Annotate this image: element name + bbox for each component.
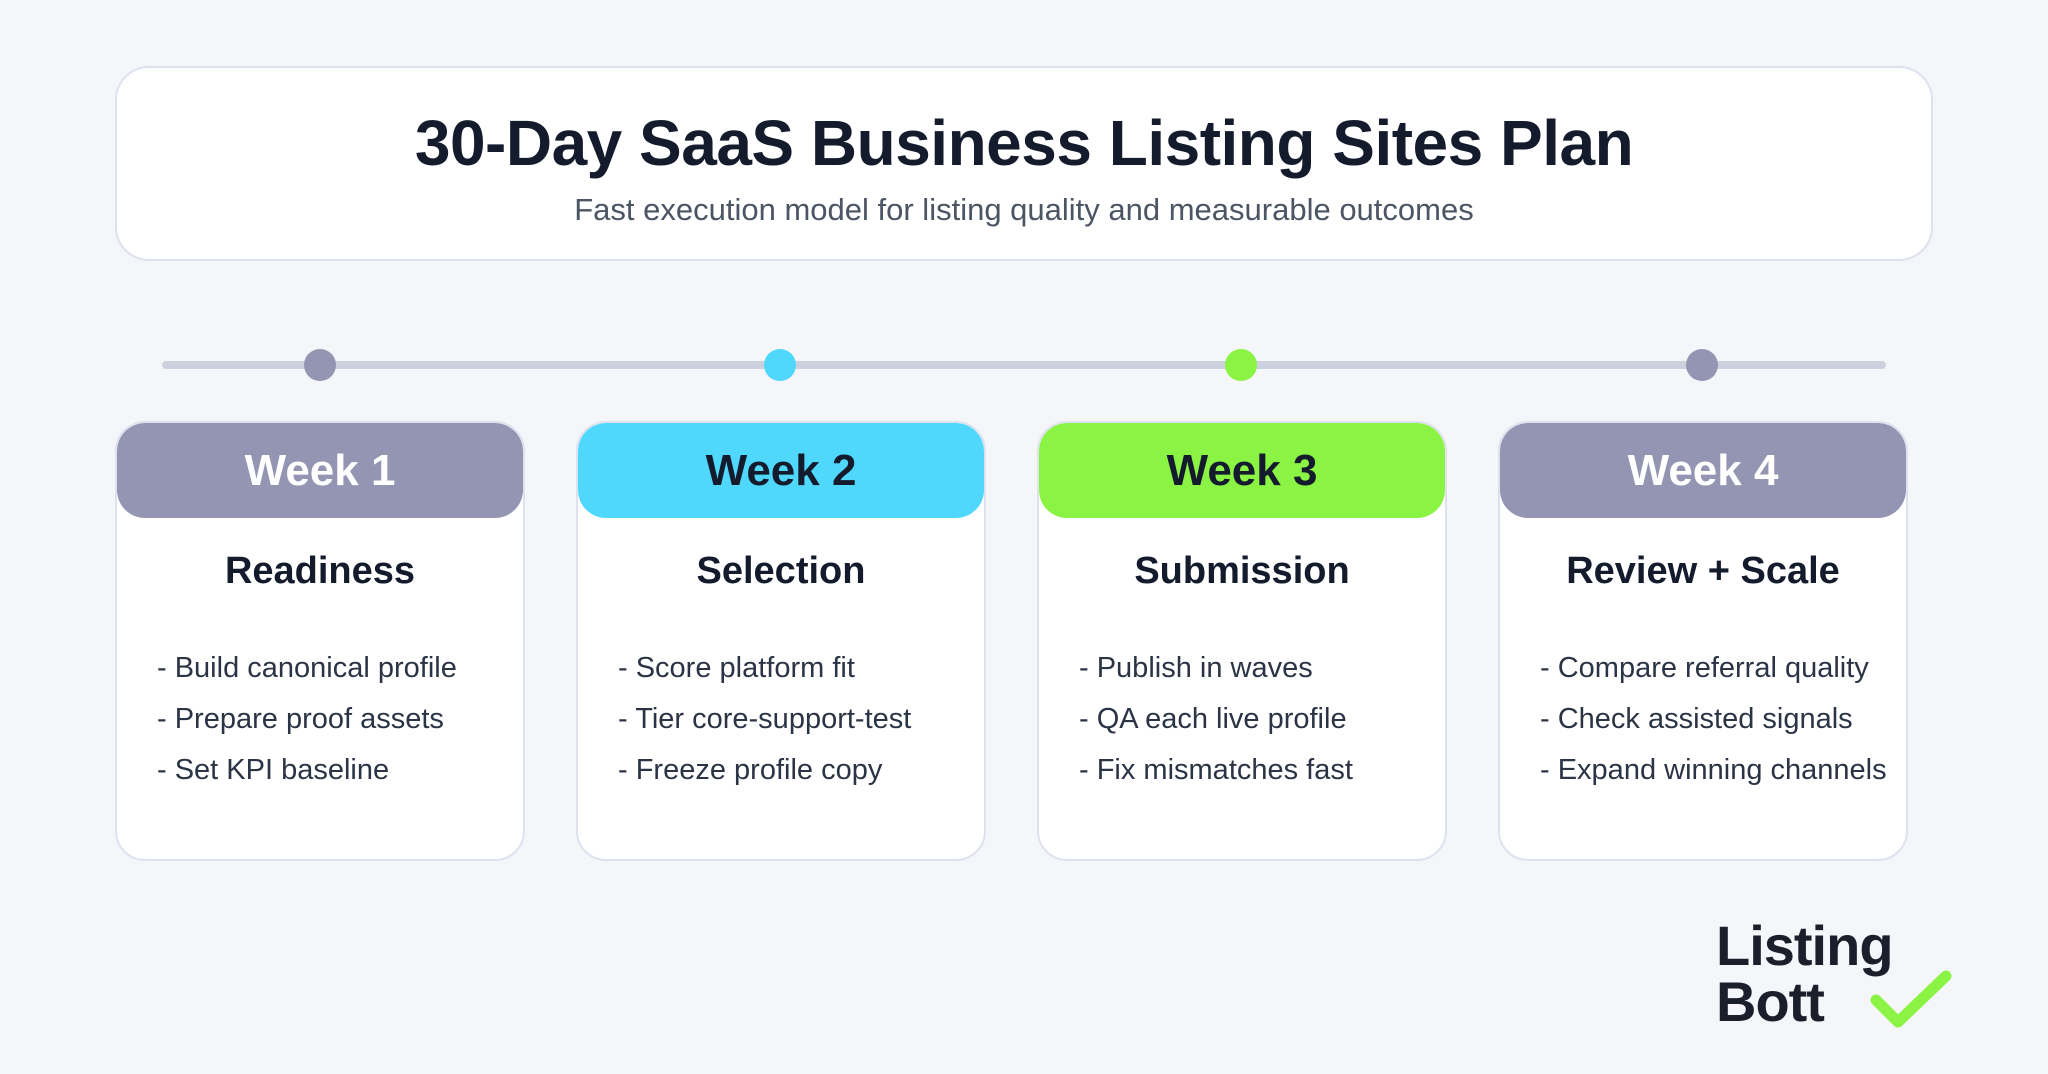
logo-text-line-2: Bott (1716, 970, 1825, 1033)
timeline-track (162, 361, 1886, 369)
task-list: - Score platform fit - Tier core-support… (578, 643, 984, 796)
week-card-1: Week 1 Readiness - Build canonical profi… (115, 421, 525, 861)
task-item: - Fix mismatches fast (1079, 754, 1353, 786)
task-item: - Check assisted signals (1540, 703, 1853, 735)
task-item: - Tier core-support-test (618, 703, 912, 735)
task-list: - Compare referral quality - Check assis… (1500, 643, 1906, 796)
week-header: Week 2 (578, 423, 984, 518)
task-list: - Build canonical profile - Prepare proo… (117, 643, 523, 796)
task-item: - Build canonical profile (157, 652, 457, 684)
task-item: - Prepare proof assets (157, 703, 444, 735)
checkmark-icon (1870, 970, 1952, 1028)
task-item: - Compare referral quality (1540, 652, 1869, 684)
task-item: - Expand winning channels (1540, 754, 1887, 786)
task-list: - Publish in waves - QA each live profil… (1039, 643, 1445, 796)
task-item: - Set KPI baseline (157, 754, 390, 786)
week-card-2: Week 2 Selection - Score platform fit - … (576, 421, 986, 861)
task-item: - Publish in waves (1079, 652, 1313, 684)
page-title: 30-Day SaaS Business Listing Sites Plan (414, 107, 1634, 179)
week-header: Week 3 (1039, 423, 1445, 518)
task-item: - QA each live profile (1079, 703, 1347, 735)
header-card: 30-Day SaaS Business Listing Sites Plan … (115, 66, 1933, 261)
timeline-dot-week-4 (1686, 349, 1718, 381)
week-card-3: Week 3 Submission - Publish in waves - Q… (1037, 421, 1447, 861)
phase-title: Submission (1134, 550, 1350, 592)
timeline-dot-week-1 (304, 349, 336, 381)
timeline-dot-week-2 (764, 349, 796, 381)
phase-title: Review + Scale (1566, 550, 1840, 592)
task-item: - Score platform fit (618, 652, 855, 684)
phase-title: Selection (696, 550, 866, 592)
timeline-dot-week-3 (1225, 349, 1257, 381)
week-header: Week 1 (117, 423, 523, 518)
phase-title: Readiness (224, 550, 416, 592)
week-card-4: Week 4 Review + Scale - Compare referral… (1498, 421, 1908, 861)
page-subtitle: Fast execution model for listing quality… (574, 192, 1474, 227)
week-header: Week 4 (1500, 423, 1906, 518)
logo-text-line-1: Listing (1716, 914, 1894, 977)
listingbott-logo: Listing Bott (1716, 914, 1952, 1033)
task-item: - Freeze profile copy (618, 754, 883, 786)
